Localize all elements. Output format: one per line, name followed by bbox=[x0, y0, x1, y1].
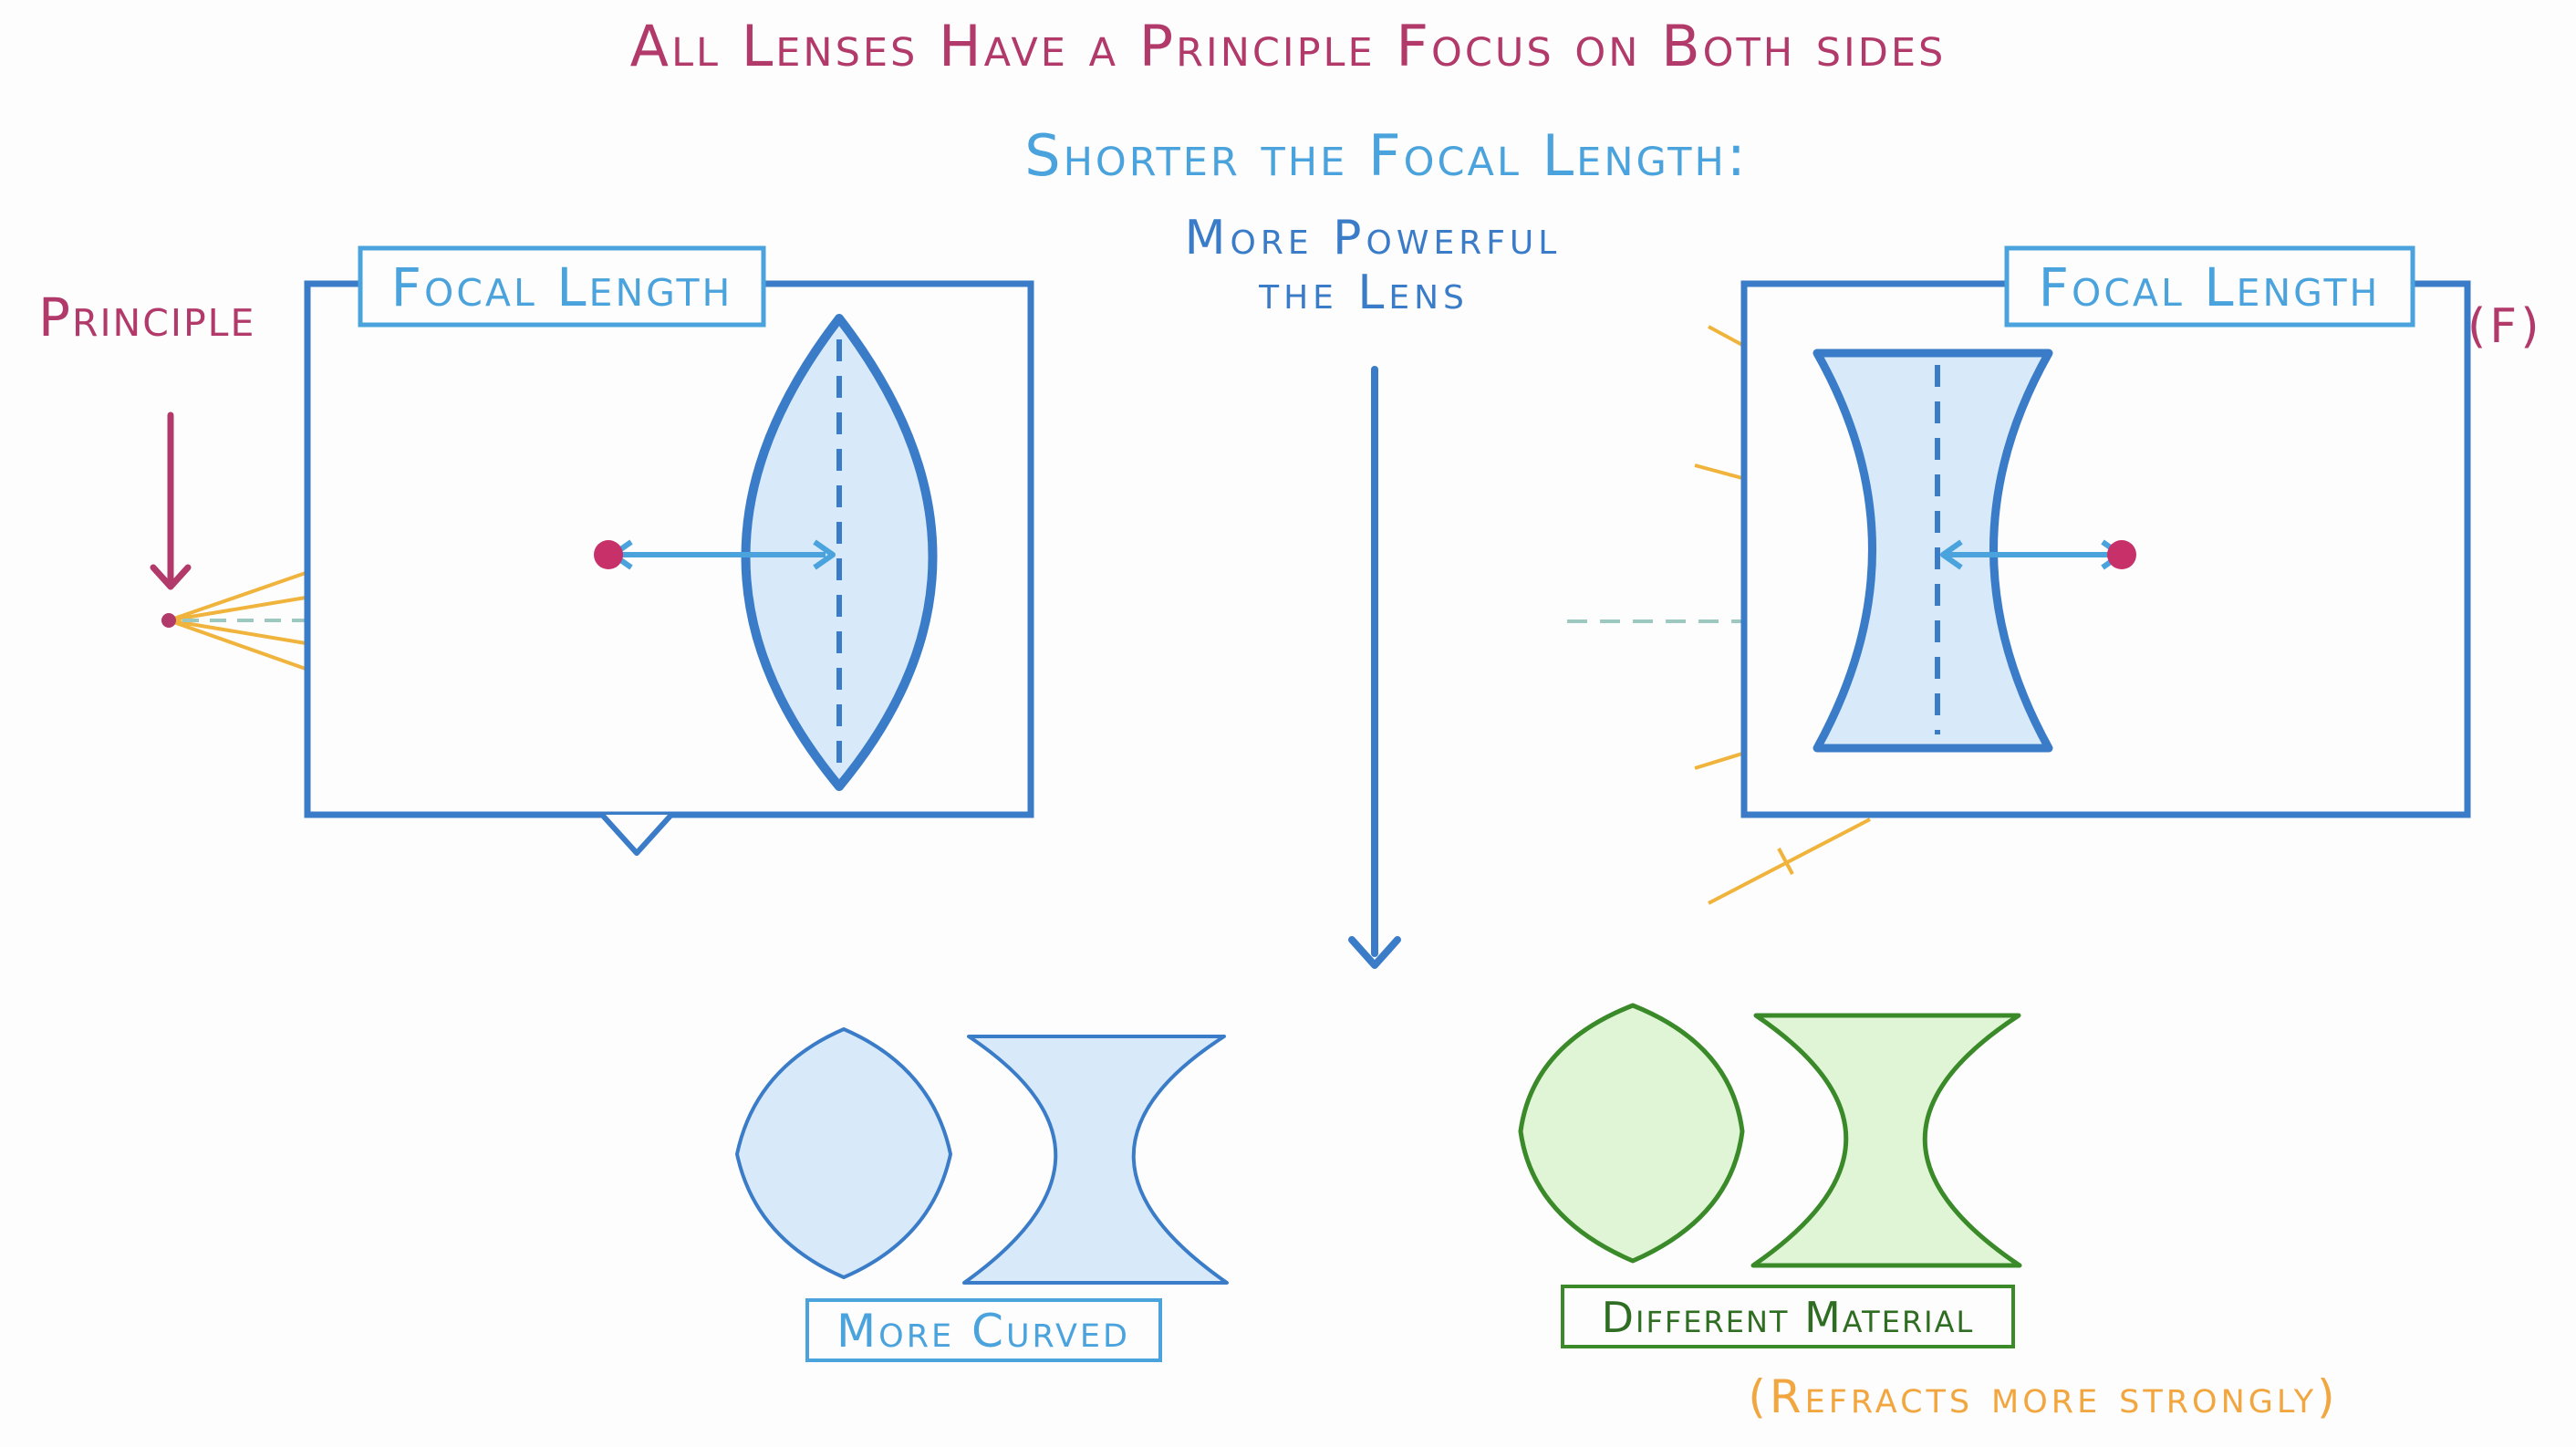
down-arrow-icon bbox=[150, 411, 192, 590]
focal-length-label: Focal Length bbox=[2039, 256, 2381, 318]
different-material-tag bbox=[1561, 1285, 2015, 1348]
principle-label: Principle bbox=[38, 286, 255, 349]
focus-rays bbox=[1694, 325, 1871, 905]
curved-convex-lens bbox=[735, 1027, 952, 1279]
concave-lens bbox=[1813, 349, 2053, 753]
more-curved-label: More Curved bbox=[836, 1305, 1130, 1358]
page-title: All Lenses Have a Principle Focus on Bot… bbox=[630, 13, 1947, 79]
panel-pointer bbox=[599, 812, 674, 856]
convex-lens bbox=[741, 314, 938, 791]
principal-focus-point bbox=[161, 613, 176, 628]
subnote-line-2: the Lens bbox=[1258, 265, 1469, 320]
refracts-note: (Refracts more strongly) bbox=[1748, 1370, 2338, 1423]
material-concave-lens bbox=[1750, 1013, 2022, 1268]
down-arrow-icon bbox=[1348, 366, 1401, 969]
focal-length-tag-right bbox=[2004, 245, 2415, 328]
focus-symbol-label: (F) bbox=[2467, 299, 2542, 354]
focal-length-label: Focal Length bbox=[391, 256, 733, 318]
material-convex-lens bbox=[1518, 1003, 1745, 1264]
different-material-label: Different Material bbox=[1602, 1293, 1975, 1342]
subnote-line-1: More Powerful bbox=[1185, 211, 1562, 265]
more-curved-tag bbox=[805, 1298, 1162, 1362]
focal-length-tag-left bbox=[358, 245, 766, 328]
focus-point bbox=[2107, 540, 2136, 569]
focus-rays bbox=[168, 571, 306, 671]
focus-point bbox=[594, 540, 623, 569]
subtitle: Shorter the Focal Length: bbox=[1024, 122, 1749, 189]
curved-concave-lens bbox=[962, 1035, 1229, 1285]
